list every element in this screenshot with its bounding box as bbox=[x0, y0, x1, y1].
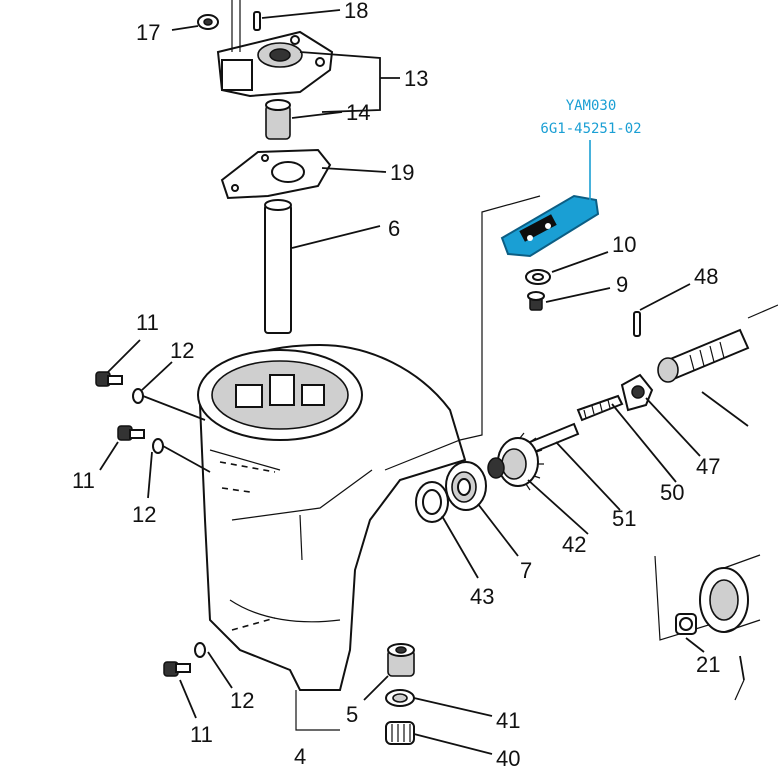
label-11-lower: 11 bbox=[190, 722, 213, 747]
label-12-middle: 12 bbox=[132, 502, 156, 527]
seal-43 bbox=[415, 481, 449, 523]
label-40: 40 bbox=[496, 746, 520, 771]
label-50: 50 bbox=[660, 480, 684, 505]
label-51: 51 bbox=[612, 506, 636, 531]
label-48: 48 bbox=[694, 264, 718, 289]
highlight-code: YAM030 bbox=[566, 98, 617, 114]
pin-48 bbox=[633, 311, 641, 337]
bolt-9 bbox=[527, 291, 545, 311]
label-43: 43 bbox=[470, 584, 494, 609]
label-11-upper: 11 bbox=[136, 310, 159, 335]
gasket-19 bbox=[220, 148, 332, 200]
label-9: 9 bbox=[616, 272, 628, 297]
shaft-51 bbox=[528, 422, 580, 454]
label-18: 18 bbox=[344, 0, 368, 23]
label-12-upper: 12 bbox=[170, 338, 194, 363]
washer-41 bbox=[385, 689, 415, 707]
label-11-middle: 11 bbox=[72, 468, 95, 493]
label-7: 7 bbox=[520, 558, 532, 583]
label-21: 21 bbox=[696, 652, 720, 677]
washer-10 bbox=[525, 269, 551, 285]
bushing-14 bbox=[265, 99, 291, 140]
label-12-lower: 12 bbox=[230, 688, 254, 713]
label-13: 13 bbox=[404, 66, 428, 91]
label-14: 14 bbox=[346, 100, 370, 125]
label-10: 10 bbox=[612, 232, 636, 257]
tube-6 bbox=[264, 199, 292, 334]
washer-12-middle bbox=[152, 438, 164, 454]
lower-case-body bbox=[197, 343, 467, 731]
bolt-11-lower bbox=[163, 661, 191, 677]
bearing-40 bbox=[385, 721, 415, 745]
label-5: 5 bbox=[346, 702, 358, 727]
label-17: 17 bbox=[136, 20, 160, 45]
propeller-housing bbox=[699, 554, 761, 633]
bushing-5 bbox=[387, 643, 415, 677]
pin-18 bbox=[253, 11, 261, 31]
nut-21 bbox=[675, 613, 697, 635]
washer-12-lower bbox=[194, 642, 206, 658]
bolt-11-middle bbox=[117, 425, 145, 441]
propeller-shaft bbox=[657, 304, 778, 383]
anode-plate-highlighted[interactable] bbox=[500, 194, 600, 258]
leader-lines bbox=[99, 9, 749, 755]
label-42: 42 bbox=[562, 532, 586, 557]
label-41: 41 bbox=[496, 708, 520, 733]
label-47: 47 bbox=[696, 454, 720, 479]
label-19: 19 bbox=[390, 160, 414, 185]
bearing-7 bbox=[445, 461, 487, 511]
label-4: 4 bbox=[294, 744, 306, 769]
bolt-11-upper bbox=[95, 371, 123, 387]
pin-50 bbox=[576, 394, 624, 422]
washer-12-upper bbox=[132, 388, 144, 404]
label-6: 6 bbox=[388, 216, 400, 241]
grommet-17 bbox=[197, 14, 219, 30]
water-pump-housing bbox=[216, 0, 334, 98]
clutch-47 bbox=[620, 373, 654, 412]
gear-42 bbox=[487, 432, 544, 491]
highlight-part-number: 6G1-45251-02 bbox=[540, 121, 641, 137]
